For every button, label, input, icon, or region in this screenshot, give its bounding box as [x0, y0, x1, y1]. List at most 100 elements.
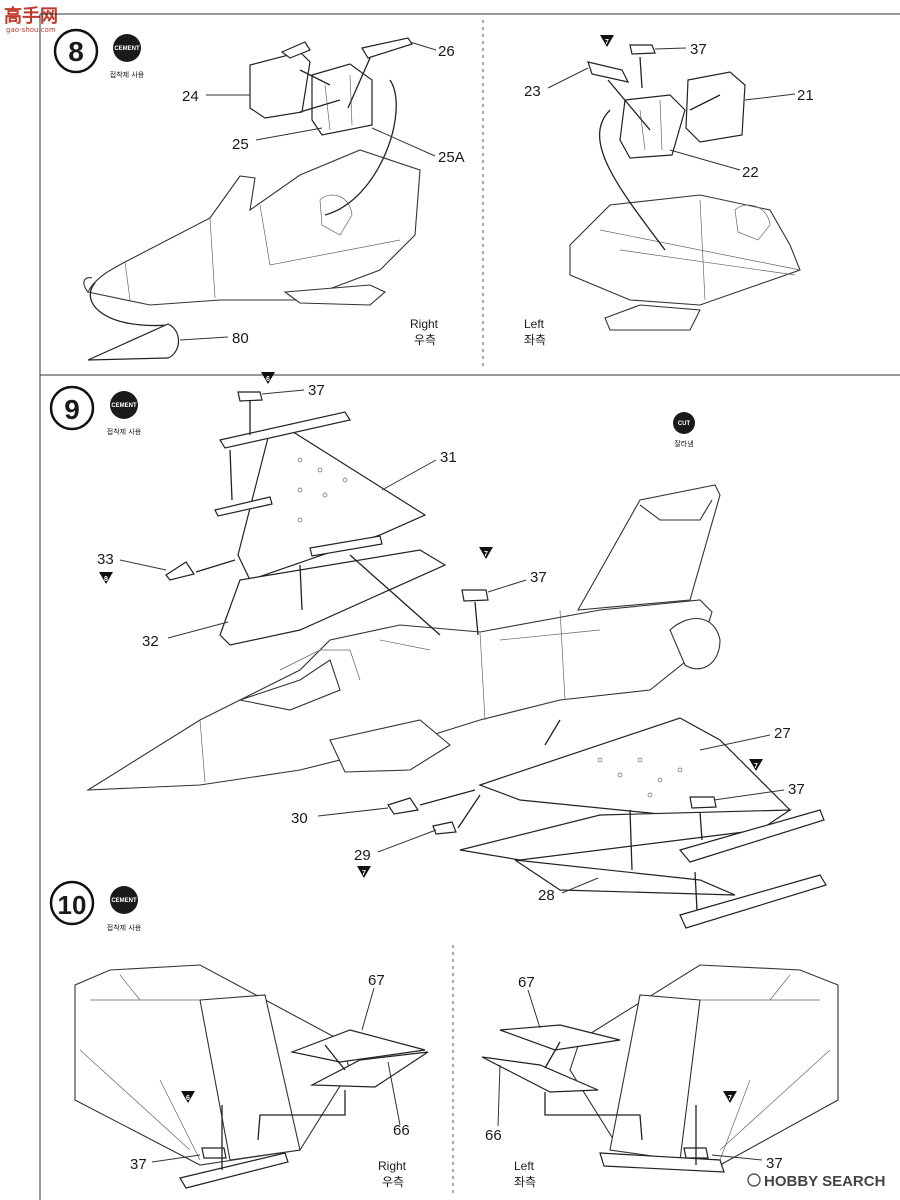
ref-marker-7: 7 — [728, 1095, 732, 1102]
side-label-right-en: Right — [410, 317, 439, 331]
side-label-right-en: Right — [378, 1159, 407, 1173]
step10-right-drawing — [74, 964, 429, 1189]
callout-32: 32 — [142, 633, 159, 650]
callout-67: 67 — [368, 972, 385, 989]
intake-parts-left — [587, 44, 746, 251]
callout-22: 22 — [742, 164, 759, 181]
ref-marker-7b: 7 — [754, 763, 758, 770]
svg-text:8: 8 — [68, 36, 84, 67]
part-28-wing — [514, 859, 736, 896]
svg-text:CEMENT: CEMENT — [114, 46, 140, 52]
part-27-wing — [478, 717, 792, 821]
callout-37-top: 37 — [308, 382, 325, 399]
part-66-shape — [481, 1056, 599, 1093]
callout-28: 28 — [538, 887, 555, 904]
step-number-8: 8 — [53, 28, 99, 74]
part-21-shape — [685, 71, 746, 143]
callout-37: 37 — [766, 1155, 783, 1172]
side-label-left-en: Left — [524, 317, 545, 331]
ref-marker-6: 6 — [266, 376, 270, 383]
callout-24: 24 — [182, 88, 199, 105]
step-9: 9 CEMENT 접착제 사용 CUT 잘라냄 — [49, 372, 827, 929]
cement-badge: CEMENT — [110, 886, 138, 914]
side-label-right-ko: 우측 — [414, 333, 436, 347]
part-26-shape — [361, 37, 413, 59]
wing-lower-parts — [387, 717, 827, 929]
callout-37: 37 — [130, 1156, 147, 1173]
step-number-10: 10 — [49, 880, 95, 926]
watermark-logo-top-left: 高手网 gao-shou.com — [2, 2, 64, 34]
step9-callouts: 6 8 7 7 7 37 31 33 37 32 27 37 — [97, 372, 805, 904]
hobby-search-logo-icon — [747, 1173, 761, 1187]
step10-left-drawing — [481, 964, 839, 1173]
step8-right-callouts: 26 24 25 25A 80 — [179, 41, 465, 347]
callout-67: 67 — [518, 974, 535, 991]
callout-33: 33 — [97, 551, 114, 568]
svg-text:CUT: CUT — [678, 421, 691, 427]
cement-badge: CEMENT — [113, 34, 141, 62]
callout-37-mid: 37 — [530, 569, 547, 586]
step10-right-callouts: 6 67 66 37 — [130, 972, 410, 1173]
ref-marker-7a: 7 — [484, 551, 488, 558]
svg-text:CEMENT: CEMENT — [111, 898, 137, 904]
part-25-shape — [311, 63, 373, 136]
part-67-shape — [289, 1029, 426, 1063]
part-37-shape — [629, 44, 656, 55]
ref-triangle-7 — [600, 35, 614, 47]
callout-31: 31 — [440, 449, 457, 466]
watermark-text: 高手网 — [4, 5, 58, 27]
callout-26: 26 — [438, 43, 455, 60]
step8-left-callouts: 7 37 23 21 22 — [524, 35, 814, 181]
callout-80: 80 — [232, 330, 249, 347]
wing-upper-parts — [165, 391, 489, 646]
callout-37-right: 37 — [788, 781, 805, 798]
callout-66: 66 — [485, 1127, 502, 1144]
part-29-shape — [432, 821, 457, 835]
svg-text:10: 10 — [58, 890, 87, 920]
callout-30: 30 — [291, 810, 308, 827]
watermark-logo-bottom-right: HOBBY SEARCH — [747, 1173, 885, 1190]
ref-marker-8: 8 — [104, 576, 108, 583]
ref-marker-7c: 7 — [362, 870, 366, 877]
svg-text:9: 9 — [64, 394, 80, 425]
ref-marker-6: 6 — [186, 1095, 190, 1102]
side-label-left-ko: 좌측 — [514, 1175, 536, 1189]
callout-23: 23 — [524, 83, 541, 100]
cut-caption: 잘라냄 — [674, 439, 693, 448]
side-label-right-ko: 우측 — [382, 1175, 404, 1189]
part-30-shape — [387, 797, 420, 815]
cement-badge: CEMENT — [110, 391, 138, 419]
callout-37: 37 — [690, 41, 707, 58]
ref-marker-7: 7 — [605, 39, 609, 46]
watermark-text-hobby: HOBBY SEARCH — [764, 1173, 885, 1190]
cement-caption: 접착제 사용 — [107, 923, 142, 932]
svg-text:CEMENT: CEMENT — [111, 403, 137, 409]
part-22-shape — [619, 94, 686, 159]
cement-caption: 접착제 사용 — [110, 70, 145, 79]
callout-66: 66 — [393, 1122, 410, 1139]
step10-left-callouts: 7 67 66 37 — [485, 974, 783, 1172]
step-number-9: 9 — [49, 385, 95, 431]
left-fuselage-drawing — [569, 194, 801, 331]
step-8: 8 CEMENT 접착제 사용 — [53, 28, 814, 361]
callout-29: 29 — [354, 847, 371, 864]
watermark-url: gao-shou.com — [6, 26, 56, 34]
part-80-nose-cone — [87, 323, 180, 361]
part-32-wing — [219, 549, 447, 646]
part-33-shape — [165, 561, 195, 581]
side-label-left-en: Left — [514, 1159, 535, 1173]
cut-badge: CUT — [673, 412, 695, 434]
part-23-shape — [587, 61, 630, 83]
step-10: 10 CEMENT 접착제 사용 6 67 66 37 Ri — [49, 880, 839, 1189]
side-label-left-ko: 좌측 — [524, 333, 546, 347]
main-fuselage-drawing — [85, 484, 721, 791]
cement-caption: 접착제 사용 — [107, 427, 142, 436]
callout-27: 27 — [774, 725, 791, 742]
callout-25: 25 — [232, 136, 249, 153]
callout-21: 21 — [797, 87, 814, 104]
callout-25a: 25A — [438, 149, 465, 166]
intake-parts-right — [89, 37, 413, 327]
right-fuselage-drawing — [83, 149, 421, 306]
part-24-shape — [249, 51, 311, 119]
